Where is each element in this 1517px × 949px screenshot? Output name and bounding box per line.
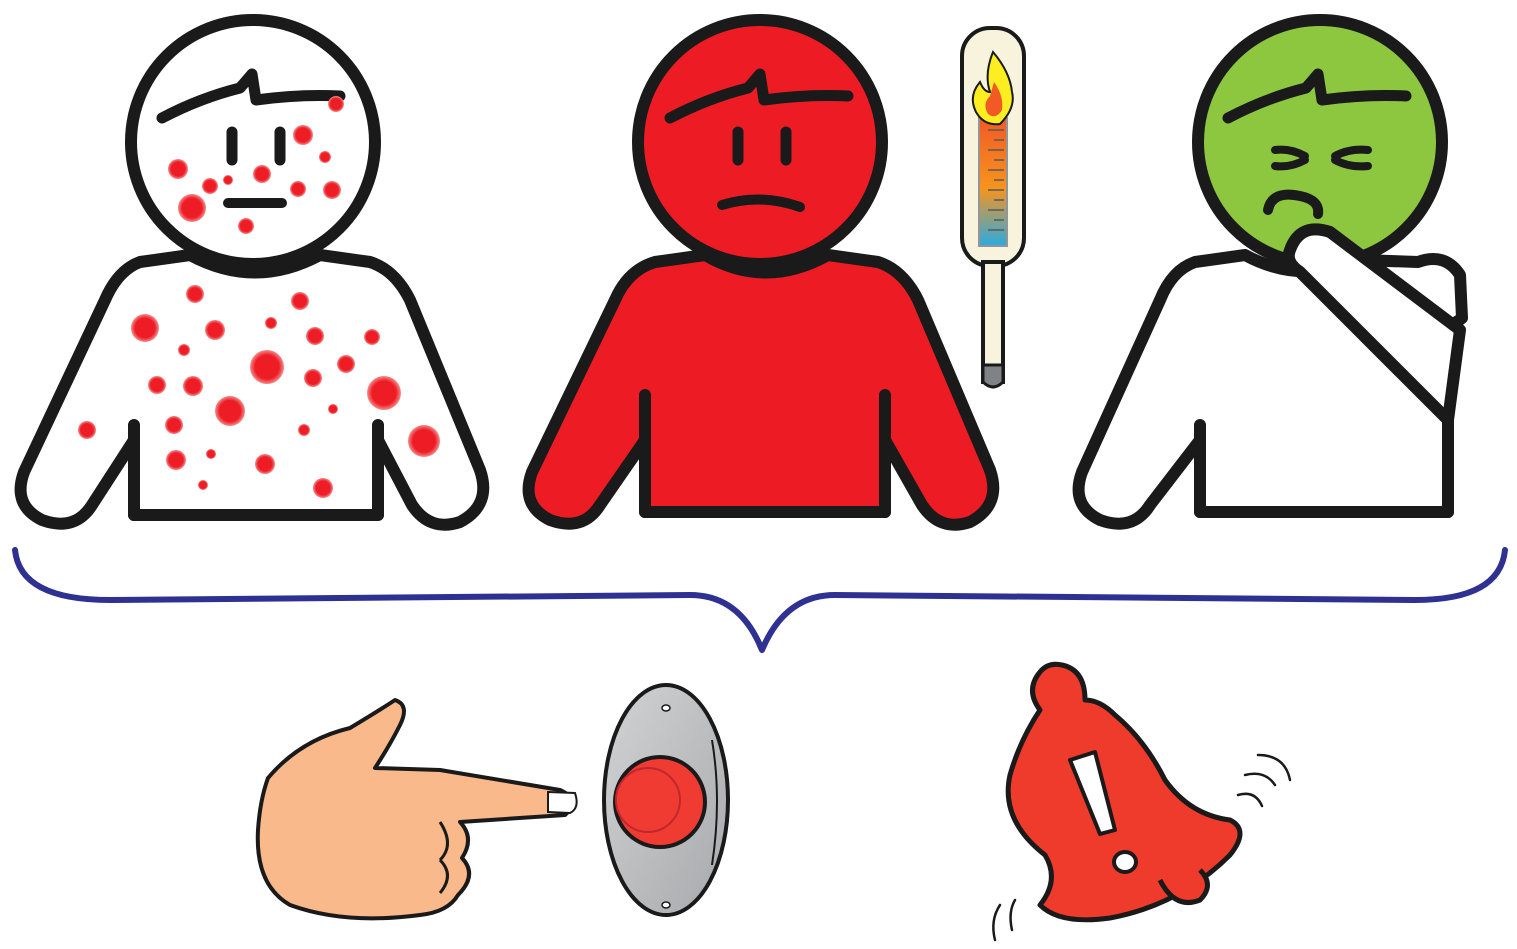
person-with-fever-icon [529, 20, 994, 525]
curly-brace-icon [15, 550, 1505, 650]
call-button-icon [604, 685, 728, 915]
ringing-alarm-bell-icon [993, 664, 1290, 940]
person-feeling-sick-icon [1079, 20, 1462, 524]
thermometer-icon [962, 28, 1024, 387]
person-with-rash-icon [21, 20, 484, 525]
pointing-hand-icon [258, 700, 577, 918]
